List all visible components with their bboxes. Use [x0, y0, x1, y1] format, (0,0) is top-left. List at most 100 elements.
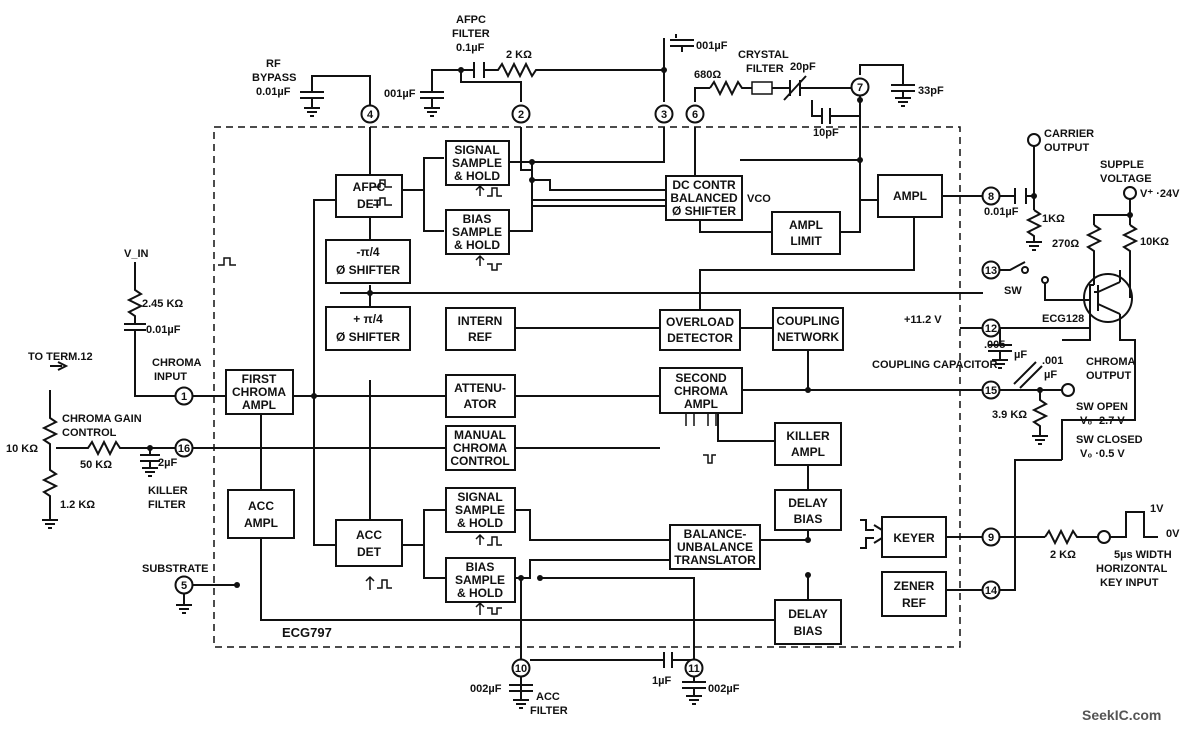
label-key-0v: 0V	[1166, 528, 1180, 540]
svg-text:12: 12	[985, 323, 997, 335]
ic-pins: 4 2 3 6 7 8 13 12 15 9 14 1 16 5 10 11	[174, 77, 1001, 678]
label-r-2k-top: 2 KΩ	[506, 49, 532, 61]
svg-text:3: 3	[661, 109, 667, 121]
svg-text:FILTER: FILTER	[452, 28, 490, 40]
label-r-2k-key: 2 KΩ	[1050, 549, 1076, 561]
block-acc-ampl: ACC AMPL	[227, 489, 295, 539]
svg-text:DET: DET	[357, 197, 382, 211]
svg-text:BALANCED: BALANCED	[670, 191, 738, 205]
svg-text:& HOLD: & HOLD	[457, 586, 503, 600]
label-c-005: .005	[984, 339, 1005, 351]
svg-text:SAMPLE: SAMPLE	[452, 225, 502, 239]
label-c-20pf: 20pF	[790, 61, 816, 73]
svg-text:REF: REF	[468, 330, 492, 344]
svg-text:LIMIT: LIMIT	[790, 234, 822, 248]
label-key-input: 5µs WIDTH	[1114, 549, 1172, 561]
svg-text:AFPC: AFPC	[353, 180, 386, 194]
svg-text:BIAS: BIAS	[794, 512, 823, 526]
svg-text:FILTER: FILTER	[530, 705, 568, 717]
svg-text:SAMPLE: SAMPLE	[455, 573, 505, 587]
svg-text:AMPL: AMPL	[242, 398, 276, 412]
svg-text:TRANSLATOR: TRANSLATOR	[674, 553, 756, 567]
svg-text:AMPL: AMPL	[893, 189, 927, 203]
svg-text:HORIZONTAL: HORIZONTAL	[1096, 563, 1168, 575]
label-carrier-output: CARRIER	[1044, 128, 1094, 140]
vco-label: VCO	[747, 193, 771, 205]
block-afpc-det: AFPC DET	[335, 174, 403, 218]
svg-text:ZENER: ZENER	[894, 579, 935, 593]
label-r-1k: 1KΩ	[1042, 213, 1065, 225]
label-r-1-2k: 1.2 KΩ	[60, 499, 95, 511]
svg-text:CONTROL: CONTROL	[62, 427, 117, 439]
svg-text:µF: µF	[1014, 349, 1027, 361]
pin-13: 13	[981, 260, 1001, 280]
pin-8: 8	[981, 186, 1001, 206]
svg-text:CHROMA: CHROMA	[453, 441, 507, 455]
label-r-10k-right: 10KΩ	[1140, 236, 1169, 248]
block-ampl: AMPL	[877, 174, 943, 218]
svg-text:CONTROL: CONTROL	[450, 454, 509, 468]
svg-text:CHROMA: CHROMA	[674, 384, 728, 398]
svg-text:µF: µF	[1044, 369, 1057, 381]
junction-dots	[147, 67, 1133, 581]
label-sw: SW	[1004, 285, 1022, 297]
pin-9: 9	[981, 527, 1001, 547]
pin-14: 14	[981, 580, 1001, 600]
svg-text:BIAS: BIAS	[466, 560, 495, 574]
svg-text:15: 15	[985, 385, 997, 397]
svg-text:KEYER: KEYER	[893, 531, 935, 545]
svg-text:DELAY: DELAY	[788, 496, 828, 510]
block-first-chroma-ampl: FIRST CHROMA AMPL	[225, 369, 294, 415]
svg-text:5: 5	[181, 580, 187, 592]
svg-text:VOLTAGE: VOLTAGE	[1100, 173, 1152, 185]
block-signal-sample-hold-top: SIGNAL SAMPLE & HOLD	[445, 140, 510, 186]
svg-text:ACC: ACC	[356, 528, 382, 542]
label-coupling-capacitor: COUPLING CAPACITOR	[872, 359, 998, 371]
block-manual-chroma-control: MANUAL CHROMA CONTROL	[445, 425, 516, 471]
block-bias-sample-hold-bottom: BIAS SAMPLE & HOLD	[445, 557, 516, 603]
svg-text:ACC: ACC	[248, 499, 274, 513]
label-c-001-p15: .001	[1042, 355, 1063, 367]
svg-text:KEY INPUT: KEY INPUT	[1100, 577, 1159, 589]
block-ampl-limit: AMPL LIMIT	[771, 211, 841, 255]
wires	[134, 55, 1158, 700]
svg-text:FILTER: FILTER	[746, 63, 784, 75]
pin-4: 4	[360, 104, 380, 124]
svg-text:14: 14	[985, 585, 998, 597]
block-delay-bias-2: DELAY BIAS	[774, 599, 842, 645]
label-c-001-in: 0.01µF	[146, 324, 181, 336]
svg-text:SECOND: SECOND	[675, 371, 727, 385]
svg-text:-π/4: -π/4	[356, 245, 380, 259]
svg-text:ATTENU-: ATTENU-	[454, 381, 506, 395]
svg-text:1: 1	[181, 391, 187, 403]
label-vin: V_IN	[124, 248, 149, 260]
svg-text:7: 7	[857, 82, 863, 94]
svg-text:8: 8	[988, 191, 994, 203]
pin-15: 15	[981, 380, 1001, 400]
svg-text:MANUAL: MANUAL	[454, 428, 506, 442]
svg-text:OUTPUT: OUTPUT	[1086, 370, 1132, 382]
label-c-2uf: 2µF	[158, 457, 177, 469]
svg-text:& HOLD: & HOLD	[454, 238, 500, 252]
pin-10: 10	[511, 658, 531, 678]
block-acc-det: ACC DET	[335, 519, 403, 567]
annotation-labels: RF BYPASS 0.01µF AFPC FILTER 0.1µF 2 KΩ …	[6, 14, 1180, 717]
svg-text:10: 10	[515, 663, 527, 675]
block-attenuator: ATTENU- ATOR	[445, 374, 516, 418]
pin-11: 11	[684, 658, 704, 678]
svg-text:AMPL: AMPL	[789, 218, 823, 232]
svg-text:SAMPLE: SAMPLE	[455, 503, 505, 517]
svg-text:DC CONTR: DC CONTR	[672, 178, 736, 192]
svg-text:V₀ ·0.5 V: V₀ ·0.5 V	[1080, 448, 1125, 460]
label-c-002-p11: 002µF	[708, 683, 740, 695]
svg-text:ATOR: ATOR	[464, 397, 497, 411]
label-c-001-p8: 0.01µF	[984, 206, 1019, 218]
block-balance-unbalance-translator: BALANCE- UNBALANCE TRANSLATOR	[669, 524, 761, 570]
svg-text:& HOLD: & HOLD	[457, 516, 503, 530]
svg-text:FIRST: FIRST	[242, 372, 277, 386]
pin-6: 6	[685, 104, 705, 124]
svg-text:INTERN: INTERN	[458, 314, 503, 328]
pin-12: 12	[981, 318, 1001, 338]
svg-text:NETWORK: NETWORK	[777, 330, 839, 344]
